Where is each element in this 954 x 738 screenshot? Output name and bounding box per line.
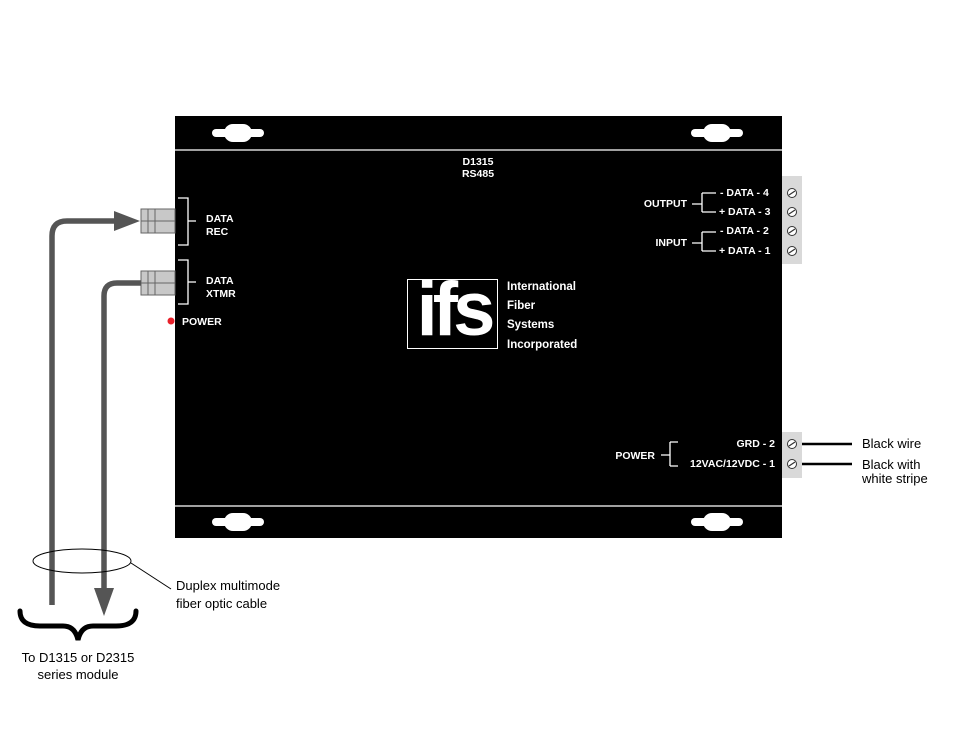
mounting-slot-top-right bbox=[691, 124, 743, 142]
bracket-input bbox=[692, 231, 716, 252]
cable-leader-line bbox=[130, 562, 172, 590]
device-chassis bbox=[175, 116, 782, 538]
cable-label-2: fiber optic cable bbox=[176, 596, 268, 611]
power-terminal-block bbox=[782, 432, 802, 478]
mounting-slot-top-left bbox=[212, 124, 264, 142]
cable-from-xmtr bbox=[101, 280, 141, 592]
ifs-logo: ifs bbox=[407, 270, 498, 350]
connector-rec bbox=[140, 208, 176, 234]
model-label: D1315 bbox=[462, 156, 494, 168]
pin-data-2: - DATA - 2 bbox=[720, 225, 769, 237]
output-label: OUTPUT bbox=[643, 198, 687, 210]
mounting-slot-bottom-left bbox=[212, 513, 264, 531]
port-rec-label-2: REC bbox=[206, 226, 229, 238]
cable-to-rec bbox=[49, 218, 118, 605]
arrow-rec bbox=[114, 211, 140, 231]
ifs-logo-text: ifs bbox=[416, 267, 496, 352]
black-wire-label: Black wire bbox=[862, 436, 922, 451]
destination-brace bbox=[17, 608, 139, 641]
data-terminal-block bbox=[782, 176, 802, 264]
bracket-output bbox=[692, 192, 716, 213]
destination-label-2: series module bbox=[37, 667, 119, 682]
company-line-1: International bbox=[507, 281, 577, 293]
black-stripe-label-1: Black with bbox=[862, 457, 921, 472]
pin-power-1: 12VAC/12VDC - 1 bbox=[689, 458, 775, 470]
power-terminal-label: POWER bbox=[615, 450, 655, 462]
cable-bundle-ellipse bbox=[32, 548, 132, 574]
bracket-power bbox=[661, 441, 678, 467]
port-xmtr-label-2: XTMR bbox=[206, 288, 236, 300]
arrow-xmtr bbox=[94, 588, 114, 616]
bracket-rec bbox=[178, 197, 196, 246]
connector-xmtr bbox=[140, 270, 176, 296]
bracket-xmtr bbox=[178, 259, 196, 305]
black-stripe-label-2: white stripe bbox=[862, 471, 928, 486]
company-line-3: Systems bbox=[507, 319, 555, 331]
port-rec-label-1: DATA bbox=[206, 213, 234, 225]
power-led-label: POWER bbox=[182, 316, 222, 328]
port-xmtr-label-1: DATA bbox=[206, 275, 234, 287]
destination-label-1: To D1315 or D2315 bbox=[21, 650, 135, 665]
company-line-2: Fiber bbox=[507, 300, 536, 312]
mounting-slot-bottom-right bbox=[691, 513, 743, 531]
input-label: INPUT bbox=[655, 237, 688, 249]
pin-data-4: - DATA - 4 bbox=[720, 187, 769, 199]
company-line-4: Incorporated bbox=[507, 339, 578, 351]
cable-label-1: Duplex multimode bbox=[176, 578, 281, 593]
pin-data-1: + DATA - 1 bbox=[719, 245, 771, 257]
pin-data-3: + DATA - 3 bbox=[719, 206, 771, 218]
power-led bbox=[167, 317, 175, 325]
protocol-label: RS485 bbox=[461, 168, 495, 180]
pin-grd-2: GRD - 2 bbox=[736, 438, 775, 450]
